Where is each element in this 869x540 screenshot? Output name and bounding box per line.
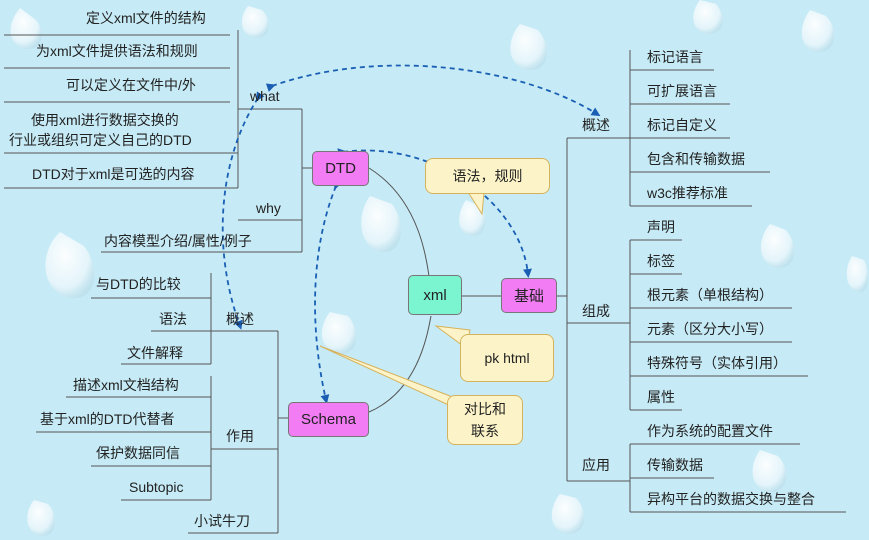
schema-usage-item: 描述xml文档结构 <box>73 377 179 393</box>
dtd-what-item: 使用xml进行数据交换的 <box>31 112 179 128</box>
dtd-topic[interactable]: DTD <box>312 151 369 186</box>
droplet <box>693 0 723 34</box>
callout-compare[interactable]: 对比和 联系 <box>447 395 523 445</box>
dtd-content-label: 内容模型介绍/属性/例子 <box>104 233 252 249</box>
basics-composition-item: 标签 <box>647 253 675 269</box>
droplet <box>241 6 269 38</box>
basics-composition-item: 特殊符号（实体引用） <box>647 355 787 371</box>
relation-what-schema-overview <box>221 91 265 330</box>
basics-composition-item: 属性 <box>647 389 675 405</box>
relation-dtd-schema <box>314 179 343 404</box>
dtd-what-item: DTD对于xml是可选的内容 <box>32 166 195 182</box>
basics-composition-item: 根元素（单根结构） <box>647 287 773 303</box>
schema-usage-item: 保护数据同信 <box>96 445 180 461</box>
droplet <box>801 10 835 52</box>
dtd-what-label: what <box>250 88 280 104</box>
dtd-what-item: 行业或组织可定义自己的DTD <box>9 132 192 148</box>
schema-usage-label: 作用 <box>226 428 254 444</box>
schema-usage-item: Subtopic <box>129 479 184 495</box>
schema-topic[interactable]: Schema <box>288 402 369 437</box>
basics-application-item: 作为系统的配置文件 <box>647 423 773 439</box>
central-topic-xml[interactable]: xml <box>408 275 462 315</box>
basics-composition-item: 声明 <box>647 219 675 235</box>
central-topic-label: xml <box>423 286 447 304</box>
schema-overview-item: 与DTD的比较 <box>96 276 181 292</box>
basics-overview-item: 可扩展语言 <box>647 83 717 99</box>
schema-overview-item: 语法 <box>159 311 187 327</box>
basics-composition-item: 元素（区分大小写） <box>647 321 773 337</box>
left-branch-lines <box>4 30 312 534</box>
droplet <box>45 232 95 299</box>
droplet <box>10 8 42 50</box>
droplet <box>27 500 55 536</box>
droplet <box>846 256 869 292</box>
callout-compare-line2: 联系 <box>471 423 499 439</box>
basics-overview-item: 标记自定义 <box>647 117 717 133</box>
droplet <box>361 196 401 253</box>
schema-overview-item: 文件解释 <box>127 345 183 361</box>
dtd-topic-label: DTD <box>325 160 356 177</box>
callout-pk-html[interactable]: pk html <box>460 334 554 382</box>
relation-what-overview <box>265 64 601 117</box>
droplet <box>551 494 585 534</box>
dtd-why-label: why <box>256 200 281 216</box>
callout-syntax-rules[interactable]: 语法，规则 <box>425 158 550 194</box>
basics-composition-label: 组成 <box>582 303 610 319</box>
schema-topic-label: Schema <box>300 411 357 428</box>
schema-usage-item: 基于xml的DTD代替者 <box>40 411 175 427</box>
dtd-what-item: 定义xml文件的结构 <box>86 10 206 26</box>
callout-pk-text: pk html <box>484 350 530 366</box>
connector-center-schema <box>368 315 432 413</box>
basics-application-label: 应用 <box>582 457 610 473</box>
basics-application-item: 异构平台的数据交换与整合 <box>647 491 815 507</box>
basics-topic-label: 基础 <box>513 288 544 305</box>
droplet <box>760 224 795 268</box>
basics-overview-label: 概述 <box>582 117 610 133</box>
callout-compare-line1: 对比和 <box>464 401 506 417</box>
basics-overview-item: w3c推荐标准 <box>647 185 728 201</box>
basics-topic[interactable]: 基础 <box>501 278 557 313</box>
droplet <box>321 312 357 354</box>
dtd-what-item: 可以定义在文件中/外 <box>66 77 196 93</box>
droplet <box>752 450 787 492</box>
basics-overview-item: 包含和传输数据 <box>647 151 745 167</box>
basics-application-item: 传输数据 <box>647 457 703 473</box>
basics-overview-item: 标记语言 <box>647 49 703 65</box>
dtd-what-item: 为xml文件提供语法和规则 <box>36 43 198 59</box>
schema-practice-label: 小试牛刀 <box>194 513 250 529</box>
right-branch-lines <box>557 50 846 513</box>
schema-overview-label: 概述 <box>226 311 254 327</box>
droplet <box>510 24 547 71</box>
callout-syntax-text: 语法，规则 <box>452 168 523 184</box>
